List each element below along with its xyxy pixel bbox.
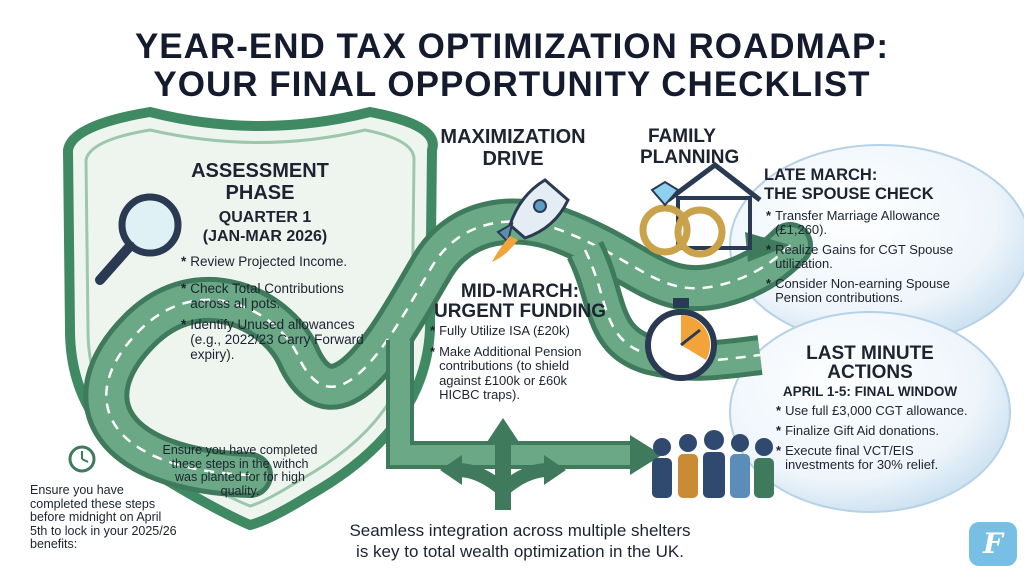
- family-heading-line-2: PLANNING: [640, 147, 740, 168]
- footer-text: Seamless integration across multiple she…: [300, 520, 740, 562]
- assessment-heading-line-2: PHASE: [225, 182, 295, 204]
- last-minute-list: *Use full £3,000 CGT allowance. *Finaliz…: [776, 404, 982, 478]
- bullet-icon: *: [766, 242, 772, 257]
- bullet-icon: *: [430, 343, 436, 359]
- footer-line-2: is key to total wealth optimization in t…: [356, 542, 684, 561]
- bullet-icon: *: [181, 254, 187, 269]
- maximization-heading-line-2: DRIVE: [482, 148, 544, 170]
- last-minute-subheading: APRIL 1-5: FINAL WINDOW: [782, 384, 958, 399]
- rings-house-icon: [639, 161, 762, 258]
- rocket-icon: [492, 178, 570, 262]
- last-minute-heading: LAST MINUTE ACTIONS: [770, 344, 970, 382]
- last-minute-heading-line-2: ACTIONS: [827, 362, 913, 383]
- assessment-subheading: QUARTER 1 (JAN-MAR 2026): [175, 208, 355, 246]
- list-item: *Realize Gains for CGT Spouse utilizatio…: [766, 243, 976, 271]
- list-item: *Identify Unused allowances (e.g., 2022/…: [181, 317, 381, 362]
- assessment-note: Ensure you have completed these steps in…: [162, 443, 318, 498]
- maximization-heading: MAXIMIZATION DRIVE: [418, 126, 608, 170]
- assessment-subheading-line-1: QUARTER 1: [218, 209, 312, 226]
- list-item: *Consider Non-earning Spouse Pension con…: [766, 277, 976, 305]
- deadline-note: Ensure you have completed these steps be…: [30, 483, 177, 551]
- footer-line-1: Seamless integration across multiple she…: [349, 521, 691, 540]
- mid-march-heading-line-2: URGENT FUNDING: [433, 301, 607, 322]
- assessment-bullet-text: Check Total Contributions across all pot…: [190, 281, 344, 311]
- brand-logo-icon: [969, 522, 1017, 566]
- brand-logo: F: [983, 527, 1003, 560]
- assessment-list: *Review Projected Income. *Check Total C…: [181, 254, 381, 368]
- late-march-bullet-text: Consider Non-earning Spouse Pension cont…: [775, 276, 950, 305]
- late-march-heading: LATE MARCH: THE SPOUSE CHECK: [764, 166, 964, 204]
- list-item: *Finalize Gift Aid donations.: [776, 424, 982, 438]
- assessment-heading: ASSESSMENT PHASE: [165, 160, 355, 204]
- stopwatch-icon: [645, 298, 717, 381]
- bullet-icon: *: [181, 317, 187, 332]
- late-march-heading-line-2: THE SPOUSE CHECK: [764, 185, 934, 203]
- last-minute-bullet-text: Use full £3,000 CGT allowance.: [785, 403, 968, 418]
- last-minute-bullet-text: Finalize Gift Aid donations.: [785, 423, 939, 438]
- assessment-subheading-line-2: (JAN-MAR 2026): [202, 228, 328, 245]
- actions-bubble: [729, 311, 1011, 513]
- mid-march-heading-line-1: MID-MARCH:: [460, 281, 580, 302]
- late-march-list: *Transfer Marriage Allowance (£1,260). *…: [766, 209, 976, 311]
- assessment-heading-line-1: ASSESSMENT: [191, 160, 329, 182]
- direction-arrows-icon: [440, 418, 566, 510]
- mid-march-bullet-text: Fully Utilize ISA (£20k): [439, 323, 570, 338]
- list-item: *Use full £3,000 CGT allowance.: [776, 404, 982, 418]
- mid-march-list: *Fully Utilize ISA (£20k) *Make Addition…: [430, 323, 606, 409]
- list-item: *Fully Utilize ISA (£20k): [430, 323, 606, 339]
- magnifier-icon: [95, 193, 182, 285]
- list-item: *Make Additional Pension contributions (…: [430, 343, 606, 403]
- maximization-heading-line-1: MAXIMIZATION: [440, 126, 586, 148]
- people-icon: [652, 430, 774, 498]
- bullet-icon: *: [776, 403, 782, 418]
- bullet-icon: *: [776, 443, 782, 458]
- late-march-heading-line-1: LATE MARCH:: [764, 166, 878, 184]
- mid-march-bullet-text: Make Additional Pension contributions (t…: [439, 343, 582, 402]
- late-march-bullet-text: Transfer Marriage Allowance (£1,260).: [775, 208, 941, 237]
- list-item: *Execute final VCT/EIS investments for 3…: [776, 444, 982, 472]
- list-item: *Check Total Contributions across all po…: [181, 281, 381, 311]
- bullet-icon: *: [776, 423, 782, 438]
- last-minute-bullet-text: Execute final VCT/EIS investments for 30…: [785, 443, 939, 472]
- family-heading: FAMILY PLANNING: [640, 126, 760, 168]
- mid-march-heading: MID-MARCH: URGENT FUNDING: [420, 282, 620, 322]
- family-heading-line-1: FAMILY: [648, 126, 716, 147]
- title-line-1: YEAR-END TAX OPTIMIZATION ROADMAP:: [134, 27, 890, 66]
- clock-icon: [68, 445, 96, 473]
- page-title: YEAR-END TAX OPTIMIZATION ROADMAP: YOUR …: [0, 28, 1024, 104]
- bullet-icon: *: [181, 281, 187, 296]
- late-march-bullet-text: Realize Gains for CGT Spouse utilization…: [775, 242, 954, 271]
- bullet-icon: *: [430, 323, 436, 338]
- bullet-icon: *: [766, 276, 772, 291]
- bullet-icon: *: [766, 208, 772, 223]
- last-minute-heading-line-1: LAST MINUTE: [806, 343, 934, 364]
- list-item: *Transfer Marriage Allowance (£1,260).: [766, 209, 976, 237]
- list-item: *Review Projected Income.: [181, 254, 381, 269]
- assessment-bullet-text: Review Projected Income.: [190, 254, 348, 269]
- assessment-bullet-text: Identify Unused allowances (e.g., 2022/2…: [190, 317, 364, 362]
- title-line-2: YOUR FINAL OPPORTUNITY CHECKLIST: [153, 65, 871, 104]
